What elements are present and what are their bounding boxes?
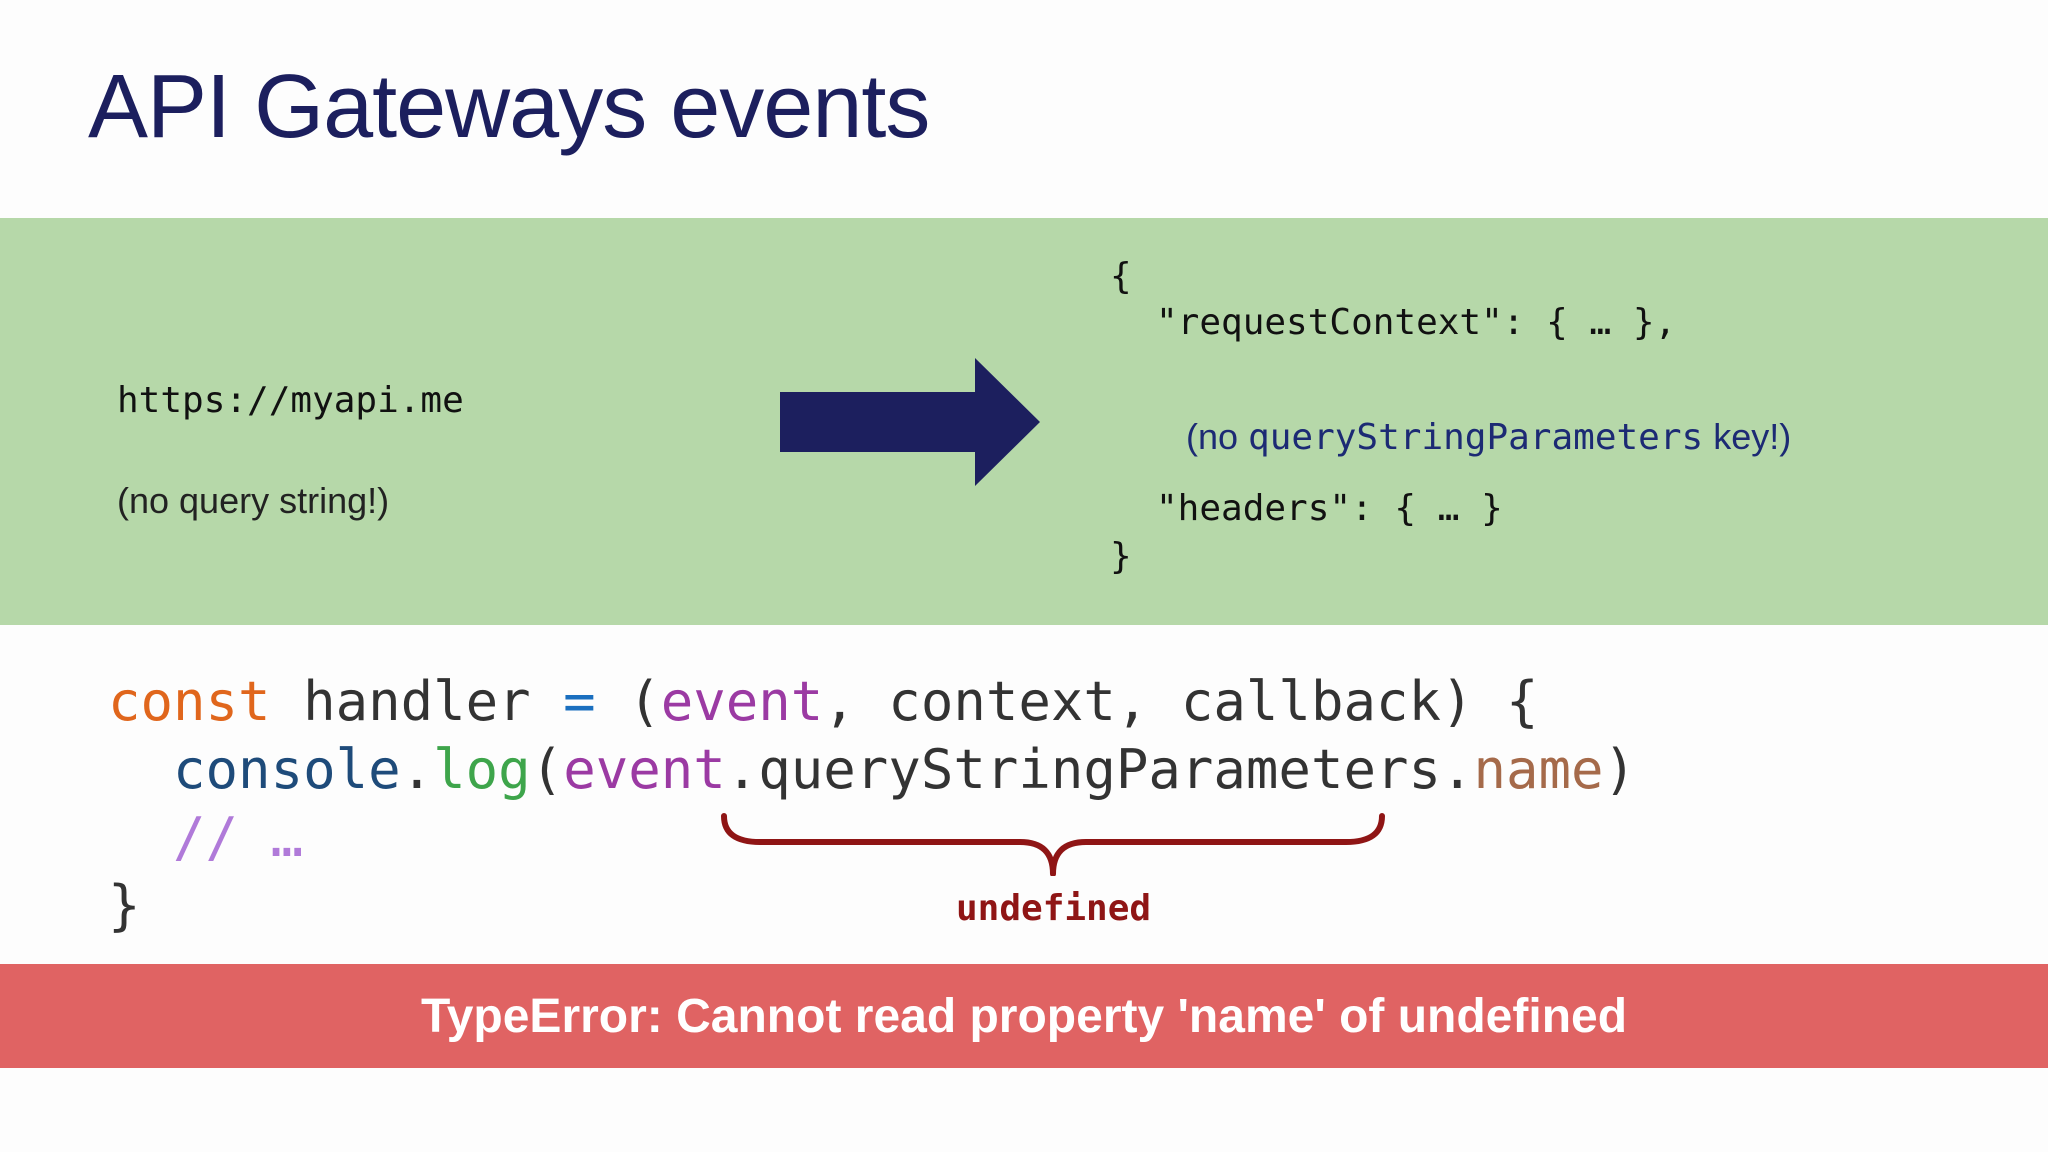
code-operator: = — [563, 670, 596, 733]
json-note-prefix: (no — [1186, 416, 1249, 457]
right-arrow-icon — [780, 358, 1040, 486]
code-arg-event: event — [563, 738, 726, 801]
code-comment: // … — [173, 806, 304, 869]
curly-brace-icon — [721, 813, 1385, 876]
slide-title: API Gateways events — [88, 57, 930, 157]
code-line-2: console.log(event.queryStringParameters.… — [108, 738, 1636, 806]
code-line-1: const handler = (event, context, callbac… — [108, 670, 1539, 738]
code-params-rest: , context, callback) { — [823, 670, 1539, 733]
error-message: TypeError: Cannot read property 'name' o… — [420, 989, 1628, 1043]
request-panel: https://myapi.me (no query string!) { "r… — [0, 218, 2048, 625]
code-paren: ( — [595, 670, 661, 733]
error-banner: TypeError: Cannot read property 'name' o… — [0, 964, 2048, 1068]
code-paren-open: ( — [530, 738, 564, 801]
code-line-4: } — [108, 874, 141, 937]
json-close-brace: } — [1110, 536, 1132, 577]
code-identifier: handler — [270, 670, 564, 733]
json-headers: "headers": { … } — [1156, 488, 1503, 529]
code-member-path: .queryStringParameters. — [725, 738, 1474, 801]
undefined-label: undefined — [956, 888, 1152, 929]
event-json: { "requestContext": { … }, (no queryStri… — [1110, 256, 1791, 577]
code-keyword: const — [108, 670, 271, 733]
request-url: https://myapi.me — [117, 380, 464, 421]
code-param-event: event — [660, 670, 824, 733]
code-property-name: name — [1473, 738, 1604, 801]
code-paren-close: ) — [1603, 738, 1637, 801]
code-line-3: // … — [108, 806, 303, 874]
json-note: (no queryStringParameters key!) — [1186, 416, 1791, 458]
code-dot: . — [400, 738, 434, 801]
code-function: log — [433, 738, 531, 801]
code-indent — [108, 806, 173, 869]
code-indent — [108, 738, 173, 801]
code-object: console — [173, 738, 401, 801]
json-open-brace: { — [1110, 256, 1132, 297]
json-note-suffix: key!) — [1703, 416, 1792, 457]
json-note-key: queryStringParameters — [1248, 417, 1704, 458]
json-request-context: "requestContext": { … }, — [1156, 302, 1677, 343]
request-note: (no query string!) — [117, 480, 390, 521]
